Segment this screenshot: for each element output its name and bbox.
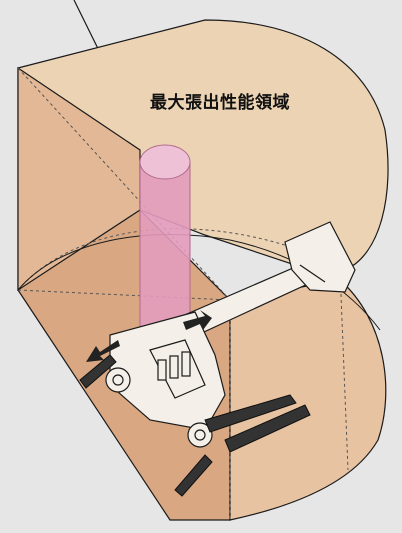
- outrigger-pads: [79, 354, 311, 497]
- direction-arrows: [86, 310, 212, 362]
- volume-curved-wall: [229, 279, 387, 521]
- max-outrigger-performance-label: 最大張出性能領域: [150, 93, 290, 113]
